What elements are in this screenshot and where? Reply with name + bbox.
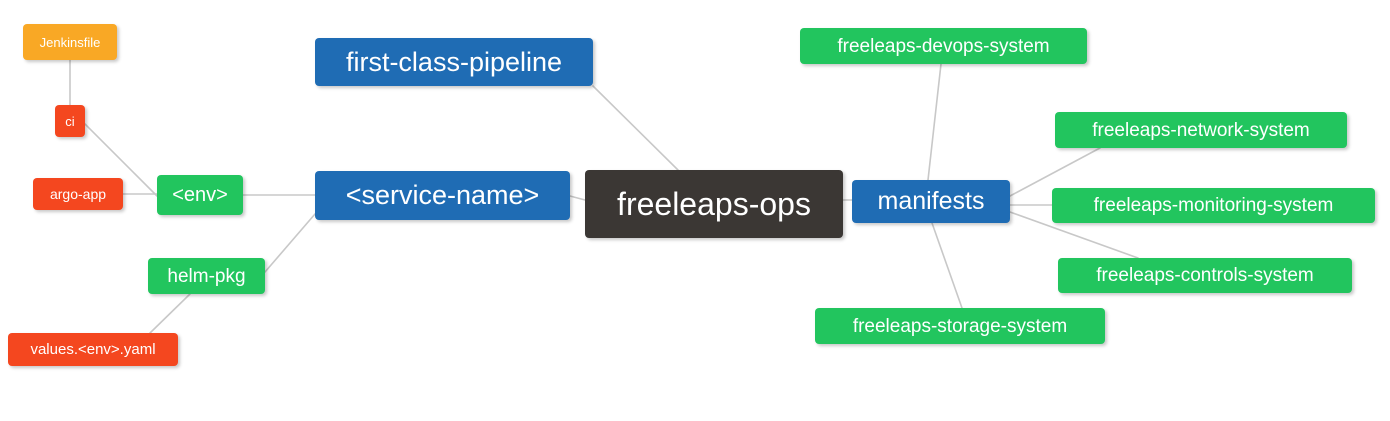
node-label-freeleaps-storage-system: freeleaps-storage-system bbox=[852, 315, 1068, 337]
node-freeleaps-controls-system[interactable]: freeleaps-controls-system bbox=[1058, 258, 1352, 293]
node-label-helm-pkg: helm-pkg bbox=[167, 265, 246, 287]
node-ci[interactable]: ci bbox=[55, 105, 85, 137]
node-label-freeleaps-monitoring-system: freeleaps-monitoring-system bbox=[1093, 195, 1334, 216]
node-freeleaps-storage-system[interactable]: freeleaps-storage-system bbox=[815, 308, 1105, 344]
node-label-freeleaps-ops: freeleaps-ops bbox=[617, 186, 811, 222]
node-label-argo-app: argo-app bbox=[49, 186, 107, 202]
node-argo-app[interactable]: argo-app bbox=[33, 178, 123, 210]
node-first-class-pipeline[interactable]: first-class-pipeline bbox=[315, 38, 593, 86]
node-label-service-name: <service-name> bbox=[345, 180, 540, 210]
edge-first-class-pipeline-to-freeleaps-ops bbox=[592, 85, 679, 171]
edge-manifests-to-freeleaps-storage-system bbox=[931, 222, 963, 309]
node-label-jenkinsfile: Jenkinsfile bbox=[39, 34, 101, 50]
node-helm-pkg[interactable]: helm-pkg bbox=[148, 258, 265, 294]
edge-manifests-to-freeleaps-devops-system bbox=[927, 63, 942, 181]
node-values-yaml[interactable]: values.<env>.yaml bbox=[8, 333, 178, 366]
node-manifests[interactable]: manifests bbox=[852, 180, 1010, 223]
node-freeleaps-monitoring-system[interactable]: freeleaps-monitoring-system bbox=[1052, 188, 1375, 223]
node-label-ci: ci bbox=[65, 113, 75, 129]
node-service-name[interactable]: <service-name> bbox=[315, 171, 570, 220]
node-label-first-class-pipeline: first-class-pipeline bbox=[345, 46, 563, 77]
node-jenkinsfile[interactable]: Jenkinsfile bbox=[23, 24, 117, 60]
node-label-env: <env> bbox=[172, 184, 228, 206]
edge-service-name-to-freeleaps-ops bbox=[569, 195, 586, 201]
node-label-manifests: manifests bbox=[877, 187, 985, 215]
node-env[interactable]: <env> bbox=[157, 175, 243, 215]
node-freeleaps-devops-system[interactable]: freeleaps-devops-system bbox=[800, 28, 1087, 64]
node-freeleaps-ops[interactable]: freeleaps-ops bbox=[585, 170, 843, 238]
node-label-values-yaml: values.<env>.yaml bbox=[30, 341, 156, 358]
edge-service-name-to-helm-pkg bbox=[264, 213, 316, 273]
node-freeleaps-network-system[interactable]: freeleaps-network-system bbox=[1055, 112, 1347, 148]
node-label-freeleaps-network-system: freeleaps-network-system bbox=[1092, 119, 1310, 141]
node-label-freeleaps-controls-system: freeleaps-controls-system bbox=[1096, 265, 1314, 286]
edge-helm-pkg-to-values-yaml bbox=[149, 293, 191, 334]
node-label-freeleaps-devops-system: freeleaps-devops-system bbox=[837, 35, 1050, 57]
